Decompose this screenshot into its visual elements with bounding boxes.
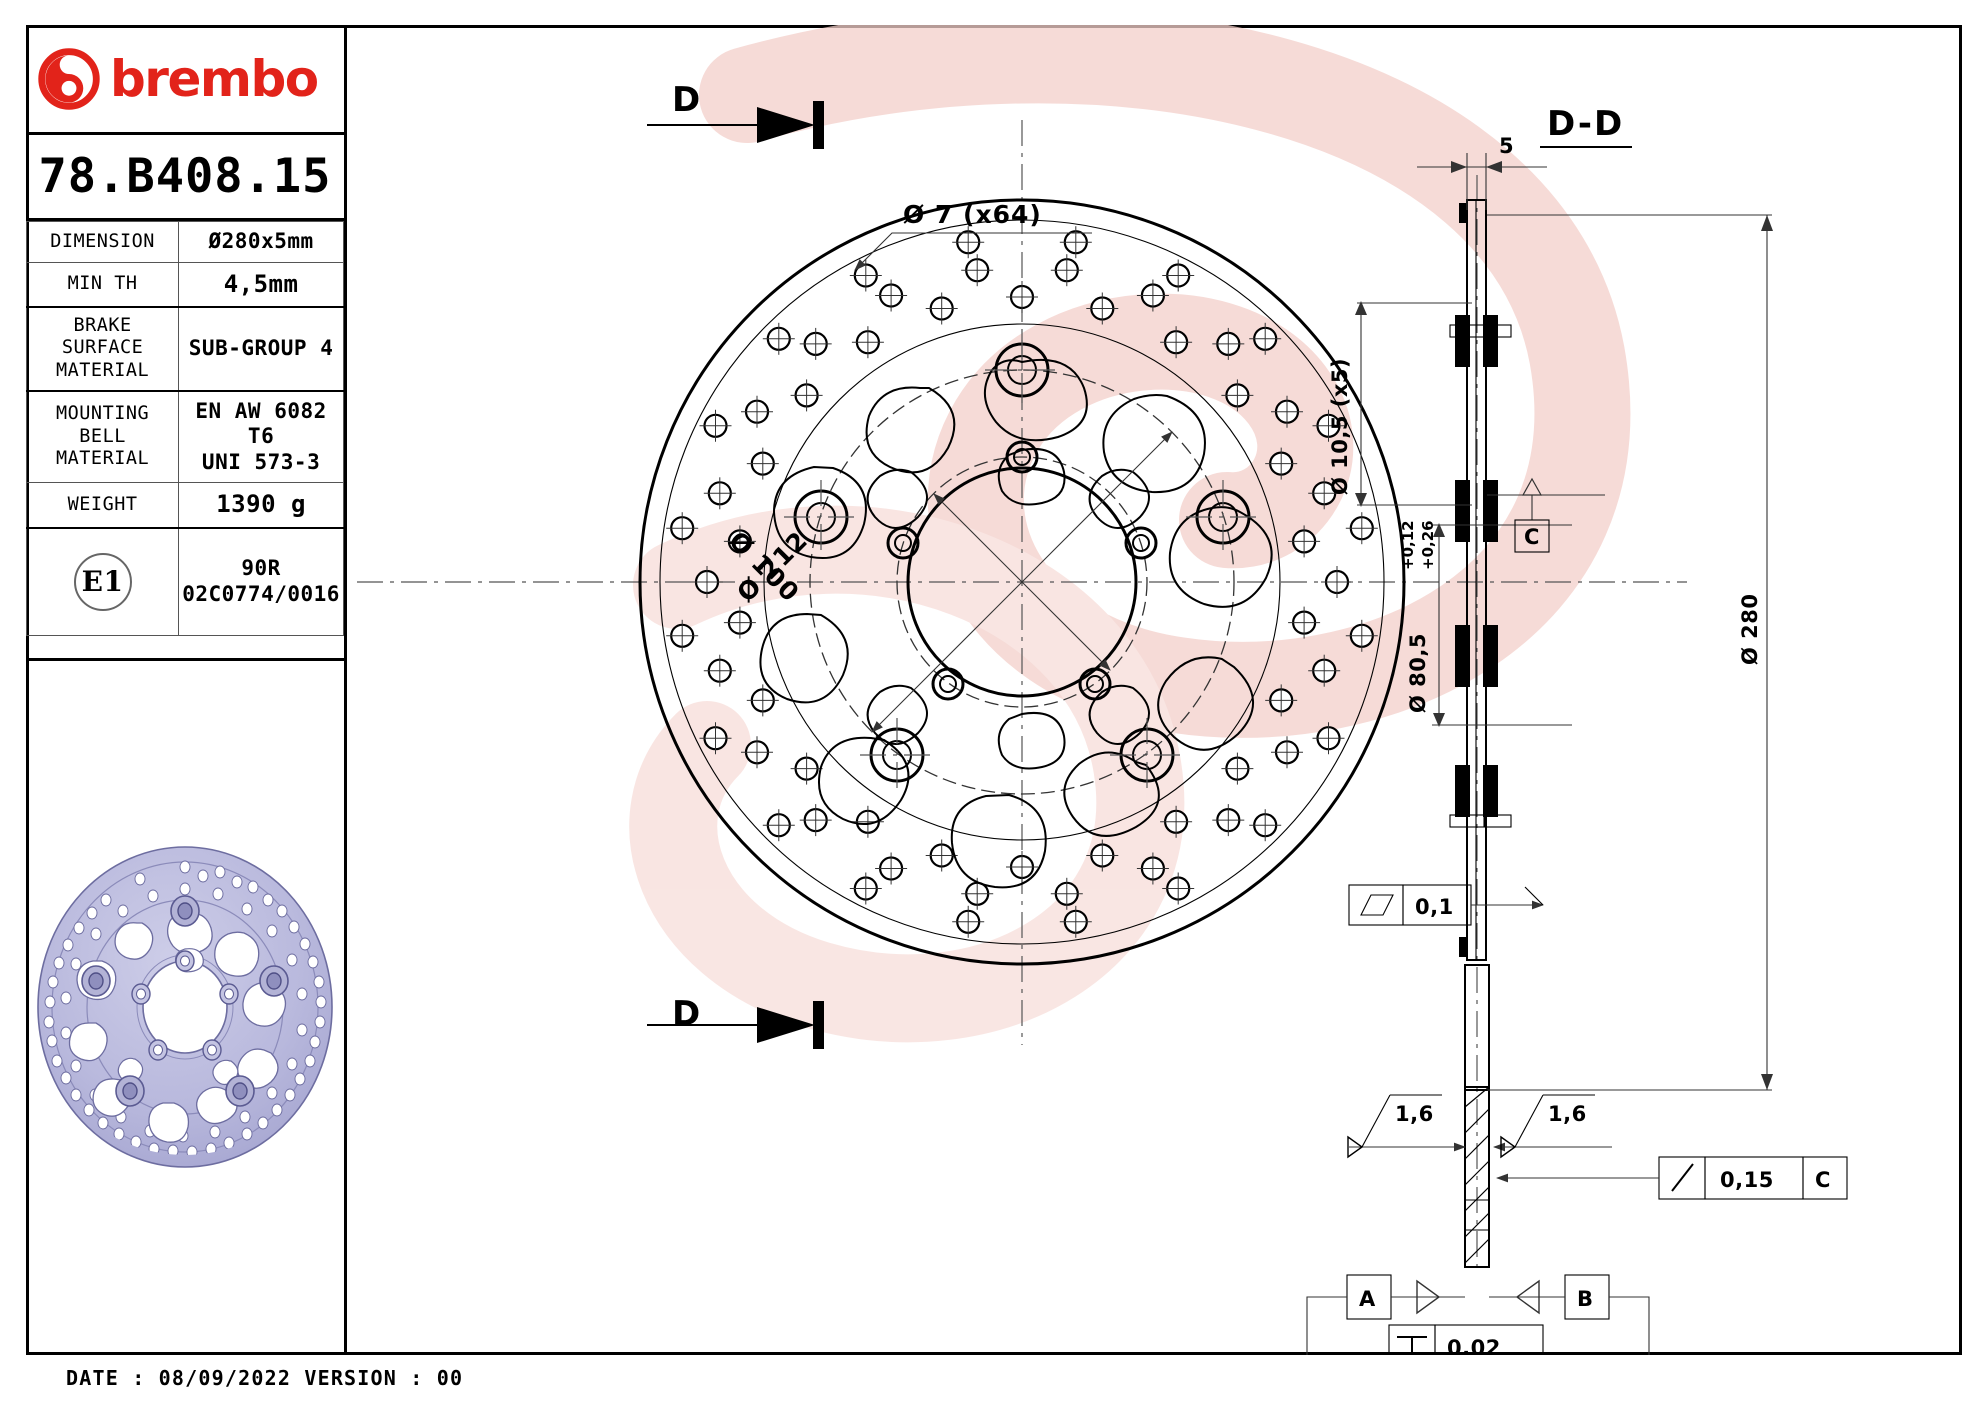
homologation-value: 90R 02C0774/0016 bbox=[178, 526, 344, 637]
hub-hatched-section bbox=[1464, 1086, 1490, 1268]
mounting-hole bbox=[175, 950, 195, 972]
rivet bbox=[985, 333, 1059, 407]
brand-logo-cell: brembo bbox=[26, 25, 344, 135]
mounting-hole bbox=[931, 667, 965, 701]
brand-name: brembo bbox=[110, 49, 319, 108]
table-row-brake-surface: BRAKE SURFACE MATERIAL SUB-GROUP 4 bbox=[25, 305, 344, 392]
rivet bbox=[784, 480, 858, 554]
rivet bbox=[170, 895, 200, 927]
roughness-symbol-left: 1,6 bbox=[1347, 1094, 1467, 1159]
drilled-hole-pattern bbox=[666, 226, 1378, 938]
disc-3d-render bbox=[26, 658, 344, 1351]
watermark-brembo bbox=[629, 25, 1631, 1043]
homologation-value-line1: 90R bbox=[241, 556, 281, 581]
mounting-hole bbox=[148, 1039, 168, 1061]
parallelism-tolerance-frame: 0,02 bbox=[1388, 1324, 1544, 1355]
roughness-left-value: 1,6 bbox=[1395, 1102, 1434, 1126]
table-row-homologation: E1 90R 02C0774/0016 bbox=[25, 526, 344, 637]
friction-ring-inner-circle bbox=[763, 323, 1281, 841]
mounting-hole bbox=[219, 983, 239, 1005]
rivet bbox=[1186, 480, 1260, 554]
runout-tolerance-frame: 0,15 C bbox=[1495, 1156, 1848, 1200]
bell-bore-tol-lower: +0,12 bbox=[1399, 520, 1417, 570]
brake-surface-label-line2: MATERIAL bbox=[56, 360, 150, 381]
runout-value: 0,15 bbox=[1720, 1168, 1774, 1192]
part-number: 78.B408.15 bbox=[38, 149, 332, 204]
rivet bbox=[115, 1075, 145, 1107]
section-mark-top: D bbox=[647, 80, 824, 149]
outer-dia-label: Ø 280 bbox=[1738, 594, 1762, 666]
homologation-mark-cell: E1 bbox=[25, 526, 180, 637]
flatness-value: 0,1 bbox=[1415, 895, 1454, 919]
hole-callout: Ø 7 (x64) bbox=[854, 200, 1092, 271]
rivet bbox=[81, 965, 111, 997]
hole-dia-label: Ø 10,5 (x5) bbox=[1328, 358, 1352, 495]
disc-outer-circle bbox=[638, 198, 1406, 966]
drawing-area: D D Ø 7 (x64) Ø 100 bbox=[347, 25, 1962, 1355]
bell-material-label-line2: MATERIAL bbox=[56, 448, 150, 470]
datum-c-symbol: C bbox=[1487, 477, 1605, 553]
specification-table: DIMENSION Ø280x5mm MIN TH 4,5mm BRAKE SU… bbox=[25, 221, 344, 637]
e1-approval-badge: E1 bbox=[73, 552, 132, 611]
runout-datum: C bbox=[1815, 1168, 1831, 1192]
brake-surface-label: BRAKE SURFACE MATERIAL bbox=[25, 305, 180, 392]
weight-value: 1390 g bbox=[178, 482, 344, 529]
dimension-value: Ø280x5mm bbox=[178, 221, 344, 263]
bell-material-value-line1: EN AW 6082 T6 bbox=[195, 398, 327, 449]
table-row-bell-material: MOUNTING BELL MATERIAL EN AW 6082 T6 UNI… bbox=[25, 389, 344, 484]
thickness-label: 5 bbox=[1499, 134, 1514, 158]
bell-material-value-line2: UNI 573-3 bbox=[201, 449, 321, 474]
table-row-min-th: MIN TH 4,5mm bbox=[25, 261, 344, 308]
dimension-label: DIMENSION bbox=[25, 221, 180, 263]
mounting-hole bbox=[202, 1039, 222, 1061]
brake-surface-label-line1: BRAKE SURFACE bbox=[61, 314, 144, 359]
bell-material-label-line1: MOUNTING BELL bbox=[56, 403, 150, 447]
mounting-hole bbox=[131, 983, 151, 1005]
section-label-bottom: D bbox=[672, 994, 702, 1034]
disc-outer-inner-edge bbox=[659, 219, 1385, 945]
min-th-label: MIN TH bbox=[25, 261, 180, 308]
footer-date-version: DATE : 08/09/2022 VERSION : 00 bbox=[66, 1366, 464, 1390]
bell-bore-tol-upper: +0,26 bbox=[1419, 520, 1437, 570]
title-block: brembo 78.B408.15 DIMENSION Ø280x5mm MIN… bbox=[25, 25, 347, 1355]
homologation-value-line2: 02C0774/0016 bbox=[182, 581, 340, 606]
bell-material-label: MOUNTING BELL MATERIAL bbox=[25, 389, 180, 484]
datum-ab-symbols: A B bbox=[1306, 1274, 1650, 1355]
front-view: D D Ø 7 (x64) Ø 100 bbox=[357, 80, 1687, 1049]
weight-label: WEIGHT bbox=[25, 482, 180, 529]
parallelism-value: 0,02 bbox=[1447, 1336, 1501, 1355]
bell-bore-label: Ø 80,5 bbox=[1406, 633, 1430, 713]
min-th-value: 4,5mm bbox=[178, 261, 344, 308]
brembo-logo-icon bbox=[38, 47, 100, 110]
brake-surface-value: SUB-GROUP 4 bbox=[178, 305, 344, 392]
disc-cross-section bbox=[1459, 199, 1487, 961]
datum-b-label: B bbox=[1577, 1287, 1594, 1311]
section-mark-bottom: D bbox=[647, 994, 824, 1049]
bell-bore-dimension: Ø 80,5 +0,26 +0,12 bbox=[1399, 520, 1572, 727]
outer-dia-dimension: Ø 280 bbox=[1487, 214, 1773, 1091]
roughness-symbol-right: 1,6 bbox=[1492, 1094, 1612, 1159]
hole-dia-dimension: Ø 10,5 (x5) bbox=[1328, 301, 1472, 507]
datum-a-label: A bbox=[1359, 1287, 1376, 1311]
section-view-title: D-D bbox=[1547, 104, 1624, 144]
rivet bbox=[259, 965, 289, 997]
section-view-dd: D-D bbox=[1306, 104, 1848, 1355]
part-number-cell: 78.B408.15 bbox=[26, 135, 344, 221]
section-label-top: D bbox=[672, 80, 702, 120]
bell-material-value: EN AW 6082 T6 UNI 573-3 bbox=[178, 389, 344, 484]
flatness-tolerance-frame: 0,1 bbox=[1348, 884, 1545, 926]
rivet-bolt-circle bbox=[809, 369, 1235, 795]
rivet bbox=[225, 1075, 255, 1107]
table-row-dimension: DIMENSION Ø280x5mm bbox=[25, 221, 344, 263]
datum-c-label: C bbox=[1524, 525, 1540, 549]
thickness-dimension: 5 bbox=[1417, 134, 1547, 210]
table-row-weight: WEIGHT 1390 g bbox=[25, 482, 344, 529]
hole-callout-label: Ø 7 (x64) bbox=[903, 200, 1042, 229]
roughness-right-value: 1,6 bbox=[1548, 1102, 1587, 1126]
